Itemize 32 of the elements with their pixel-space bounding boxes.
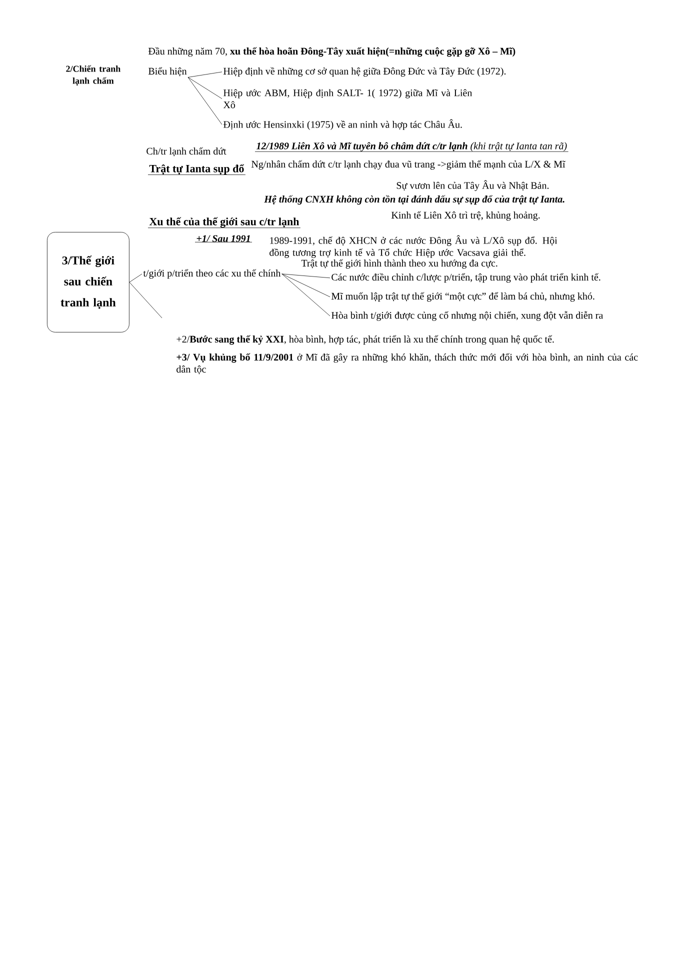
note-text: Ch/tr lạnh chấm dứt [146,147,226,156]
connector-line [188,77,222,99]
branch-text: Hiệp ước ABM, Hiệp định SALT- 1( 1972) giữa Mĩ và Liên Xô [223,89,472,108]
note-text: Đầu những năm 70, xu thế hòa hoãn Đông-Tây xuất hiện(=những cuộc gặp gỡ Xô – Mĩ) [148,47,516,57]
note-text: Kinh tế Liên Xô trì trệ, khủng hoảng. [391,211,540,221]
branch-text: Mĩ muốn lập trật tự thế giới “một cực” để làm bá chủ, nhưng khó. [331,292,594,302]
branch-text: Hiệp định về những cơ sở quan hệ giữa Đông Đức và Tây Đức (1972). [223,67,506,77]
heading: +1/ Sau 1991 [194,235,252,242]
note-text: +2/Bước sang thế kỷ XXI, hòa bình, hợp tác, phát triển là xu thế chính trong quan hệ quốc tế. [176,335,554,345]
branch-text: t/giới p/triển theo các xu thế chính [143,269,281,279]
heading: 2/Chiến tranh lạnh chấm [66,65,120,86]
note-text: 1989-1991, chế độ XHCN ở các nước Đông Âu và L/Xô sụp đổ. Hội đồng tương trợ kinh tế và Tổ chức Hiệp ước Vacsava giải thể. [270,235,558,258]
branch-text: Hòa bình t/giới được củng cố nhưng nội chiến, xung đột vẫn diễn ra [331,311,603,321]
connector-line [188,77,222,125]
connector-line [188,72,222,78]
heading: Trật tự Ianta sụp đổ [148,164,246,175]
note-text: Trật tự thế giới hình thành theo xu hướng đa cực. [301,259,498,269]
note-text: Ng/nhân chấm dứt c/tr lạnh chạy đua vũ trang ->giảm thế mạnh của L/X & Mĩ [251,160,566,170]
note-text: +3/ Vụ khủng bố 11/9/2001 ở Mĩ đã gây ra những khó khăn, thách thức mới đối với hòa bình, an ninh của các dân tộc [176,353,638,374]
branch-text: Định ước Hensinxki (1975) về an ninh và hợp tác Châu Âu. [223,119,462,130]
note-text: Hệ thống CNXH không còn tồn tại đánh dấu sự sụp đổ của trật tự Ianta. [264,195,564,205]
note-text: Sự vươn lên của Tây Âu và Nhật Bản. [396,180,549,191]
connector-line [282,274,330,316]
branch-text: Biểu hiện [148,67,187,76]
topic-box: 3/Thế giới sau chiến tranh lạnh [47,232,130,332]
heading: Xu thế của thế giới sau c/tr lạnh [148,217,301,228]
branch-text: Các nước điều chỉnh c/lược p/triển, tập trung vào phát triển kinh tế. [332,273,600,283]
connector-line [129,274,142,282]
connector-line [129,282,162,318]
heading: 12/1989 Liên Xô và Mĩ tuyên bô châm dứt c/tr lạnh (khi trật tự Ianta tan rã) [254,142,568,152]
connector-line [282,274,330,298]
connector-line [282,274,330,278]
